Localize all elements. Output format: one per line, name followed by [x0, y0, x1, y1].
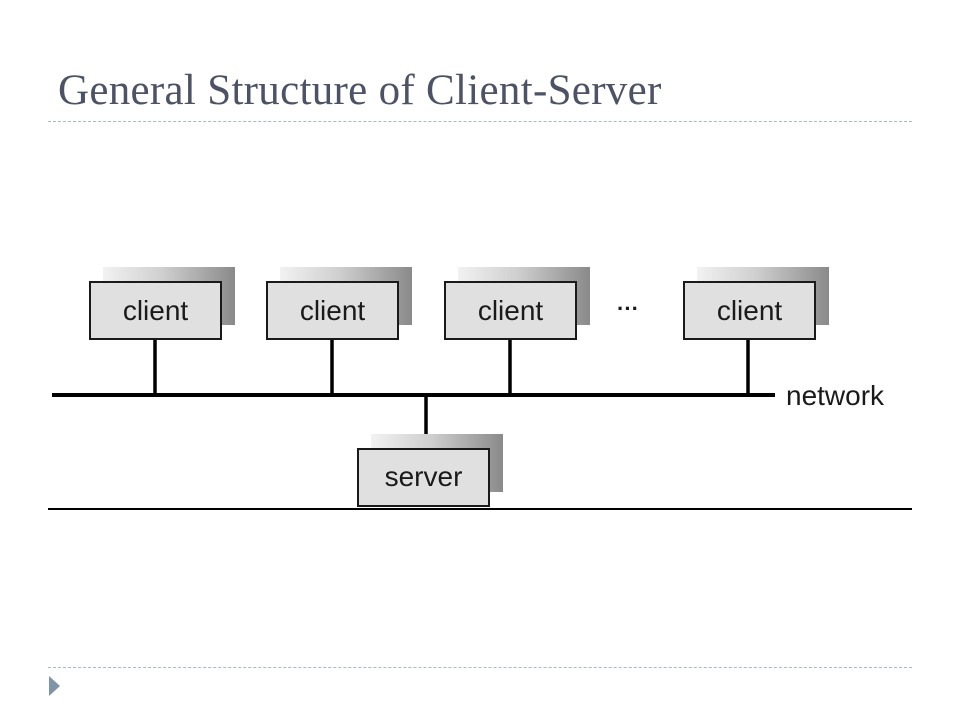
client-node-3: client	[444, 267, 590, 340]
client-2-box	[266, 281, 399, 340]
client-3-label: client	[478, 295, 544, 326]
client-4-label: client	[717, 295, 783, 326]
client-1-box	[89, 281, 222, 340]
footer-divider	[48, 667, 912, 668]
client-2-label: client	[300, 295, 366, 326]
triangle-right-icon	[49, 676, 60, 696]
client-node-1: client	[89, 267, 235, 340]
client-node-4: client	[683, 267, 829, 340]
server-node: server	[357, 434, 503, 507]
slide-title: General Structure of Client-Server	[58, 67, 662, 114]
network-label: network	[786, 380, 885, 411]
server-box	[357, 448, 490, 507]
client-node-2: client	[266, 267, 412, 340]
client-3-box	[444, 281, 577, 340]
ellipsis-label: ···	[617, 296, 639, 321]
server-label: server	[385, 461, 463, 492]
title-divider	[48, 121, 912, 122]
client-4-box	[683, 281, 816, 340]
client-1-label: client	[123, 295, 189, 326]
